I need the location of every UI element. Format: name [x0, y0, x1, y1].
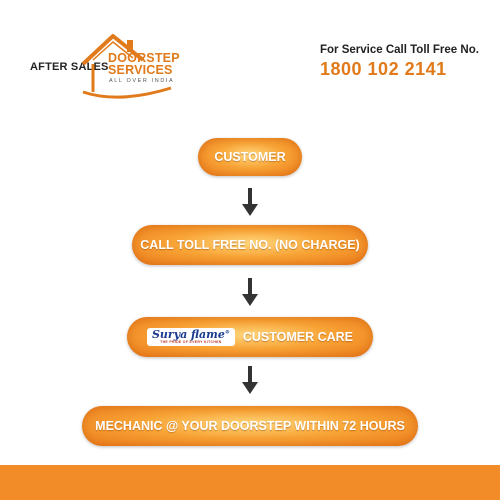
brand-name-line2: SERVICES: [108, 63, 173, 77]
brand-tagline: ALL OVER INDIA: [109, 78, 175, 84]
arrow-down-icon: [242, 188, 258, 216]
flow-step-label: CUSTOMER: [214, 150, 286, 164]
arrow-down-icon: [242, 366, 258, 394]
toll-free-number: 1800 102 2141: [320, 59, 447, 79]
after-sales-label: AFTER SALES: [30, 61, 109, 73]
flow-step-customer-care: Surya flame® THE PRIDE OF EVERY KITCHEN …: [127, 317, 373, 357]
footer-bar: [0, 465, 500, 500]
header: AFTER SALES DOORSTEP SERVICES ALL OVER I…: [0, 0, 500, 110]
surya-flame-logo: Surya flame® THE PRIDE OF EVERY KITCHEN: [146, 328, 235, 346]
brand-name-line1: DOORSTEP: [108, 51, 180, 65]
flow-step-label: CALL TOLL FREE NO. (NO CHARGE): [140, 238, 360, 252]
flow-step-mechanic-doorstep: MECHANIC @ YOUR DOORSTEP WITHIN 72 HOURS: [82, 406, 418, 446]
flow-step-customer: CUSTOMER: [198, 138, 302, 176]
house-outline-icon: [81, 34, 172, 99]
service-call-label: For Service Call Toll Free No.: [320, 44, 479, 56]
flow-step-label: CUSTOMER CARE: [242, 330, 354, 344]
arrow-down-icon: [242, 278, 258, 306]
flow-step-label: MECHANIC @ YOUR DOORSTEP WITHIN 72 HOURS: [95, 419, 405, 433]
flow-step-call-toll-free: CALL TOLL FREE NO. (NO CHARGE): [132, 225, 368, 265]
